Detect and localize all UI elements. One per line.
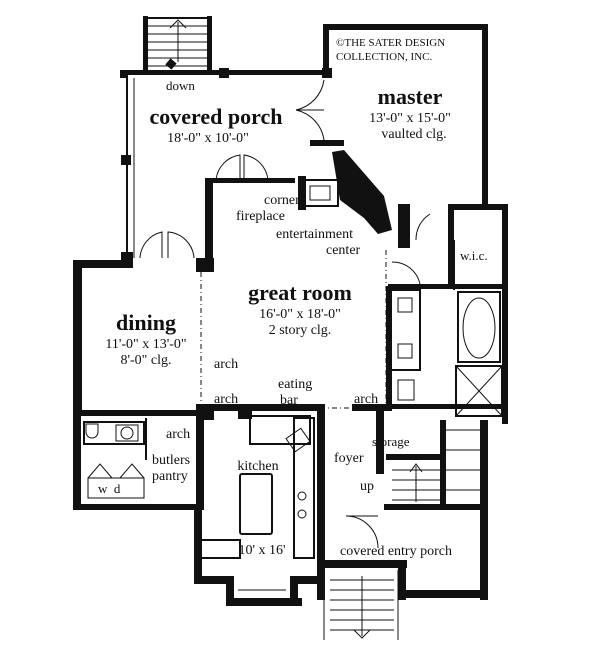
covered-porch-name: covered porch — [150, 104, 283, 129]
copyright-line2: COLLECTION, INC. — [336, 51, 432, 63]
plan-labels: ©THE SATER DESIGN COLLECTION, INC. down … — [98, 37, 488, 559]
eating-label: eating — [278, 377, 312, 392]
great-room-note: 2 story clg. — [269, 323, 332, 338]
arch-label-pantry: arch — [166, 427, 190, 442]
storage-label: storage — [372, 434, 410, 449]
dining-name: dining — [116, 310, 176, 335]
entry-porch-name: covered entry porch — [340, 544, 452, 559]
pantry-label: pantry — [152, 469, 188, 484]
butlers-pantry — [73, 410, 204, 510]
great-room-size: 16'-0" x 18'-0" — [259, 307, 341, 322]
dining-size: 11'-0" x 13'-0" — [105, 337, 186, 352]
entry-porch — [317, 520, 488, 640]
great-room-outline — [212, 250, 392, 411]
kitchen-outline — [194, 404, 325, 606]
entertainment-label: entertainment — [276, 227, 353, 242]
kitchen-name: kitchen — [237, 459, 278, 474]
wic-bath — [386, 204, 508, 424]
up-label: up — [360, 479, 374, 494]
washer-dryer-label: w d — [98, 481, 121, 496]
copyright-line1: ©THE SATER DESIGN — [336, 37, 445, 49]
center-label: center — [326, 243, 361, 258]
porch-greatroom-wall — [139, 154, 295, 272]
stairs-down-label: down — [166, 78, 195, 93]
master-note: vaulted clg. — [381, 127, 446, 142]
foyer-stairs — [345, 404, 488, 549]
kitchen-size: 10' x 16' — [238, 543, 285, 558]
corner-label: corner — [264, 193, 300, 208]
wic-label: w.i.c. — [460, 248, 488, 263]
master-outline — [295, 24, 488, 248]
master-size: 13'-0" x 15'-0" — [369, 111, 451, 126]
arch-label-dining: arch — [214, 357, 238, 372]
top-stairs — [143, 16, 212, 74]
arch-label-kitchen: arch — [214, 392, 238, 407]
arch-label-foyer: arch — [354, 392, 378, 407]
master-name: master — [378, 84, 443, 109]
foyer-label: foyer — [334, 451, 364, 466]
butlers-label: butlers — [152, 453, 190, 468]
fireplace-label: fireplace — [236, 209, 285, 224]
bar-label: bar — [280, 393, 298, 408]
covered-porch-size: 18'-0" x 10'-0" — [167, 131, 249, 146]
dining-note: 8'-0" clg. — [120, 353, 171, 368]
great-room-name: great room — [248, 280, 352, 305]
